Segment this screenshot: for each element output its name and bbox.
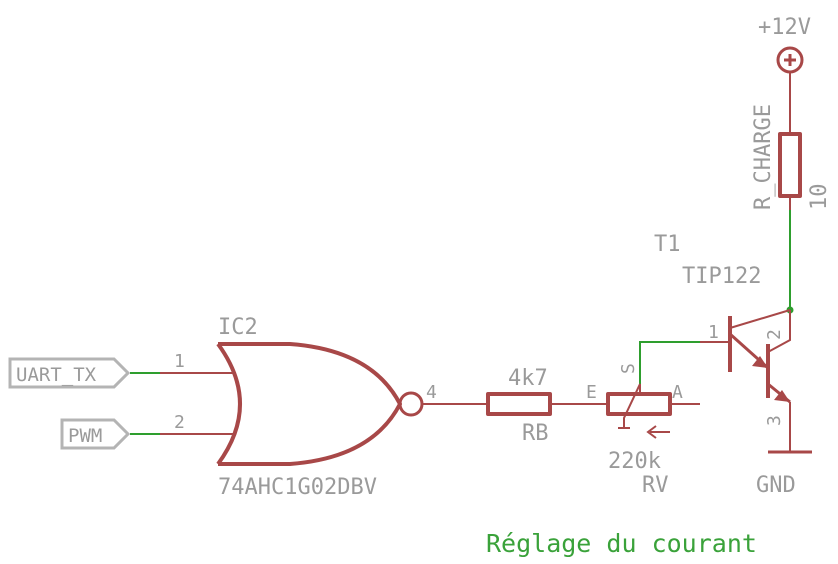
port-pwm[interactable]: PWM xyxy=(60,418,131,450)
ic2-part: 74AHC1G02DBV xyxy=(218,475,377,500)
pot-pin-a: A xyxy=(672,382,683,403)
port-uart-tx[interactable]: UART_TX xyxy=(8,357,131,389)
r-charge-value: 10 xyxy=(807,184,832,211)
r-charge-body xyxy=(778,132,802,198)
nor-gate-ic2 xyxy=(216,342,424,466)
pot-value: 220k xyxy=(608,449,661,474)
supply-symbol xyxy=(776,46,804,74)
port-pwm-label: PWM xyxy=(68,425,102,447)
port-uart-tx-label: UART_TX xyxy=(16,364,97,386)
pot-name: RV xyxy=(642,473,669,498)
supply-label: +12V xyxy=(758,15,811,40)
t1-name: T1 xyxy=(654,232,681,257)
wire-base-net xyxy=(639,341,700,392)
ic2-pin-1: 1 xyxy=(174,351,185,372)
ic2-name: IC2 xyxy=(218,315,258,340)
ic2-pin-4: 4 xyxy=(426,382,437,403)
t1-part: TIP122 xyxy=(682,264,761,289)
gnd-label: GND xyxy=(756,473,796,498)
rb-name: RB xyxy=(522,421,549,446)
pot-pin-e: E xyxy=(586,382,597,403)
rb-value: 4k7 xyxy=(508,366,548,391)
pot-pin-s: S xyxy=(618,363,639,374)
t1-pin-collector: 2 xyxy=(764,329,785,340)
transistor-t1 xyxy=(700,309,791,404)
r-charge-name: R_CHARGE xyxy=(751,104,776,210)
caption: Réglage du courant xyxy=(486,529,757,558)
potentiometer-rv xyxy=(606,383,700,439)
t1-pin-emitter: 3 xyxy=(764,415,785,426)
t1-pin-base: 1 xyxy=(708,322,719,343)
rb-body xyxy=(486,392,552,416)
ic2-pin-2: 2 xyxy=(174,412,185,433)
